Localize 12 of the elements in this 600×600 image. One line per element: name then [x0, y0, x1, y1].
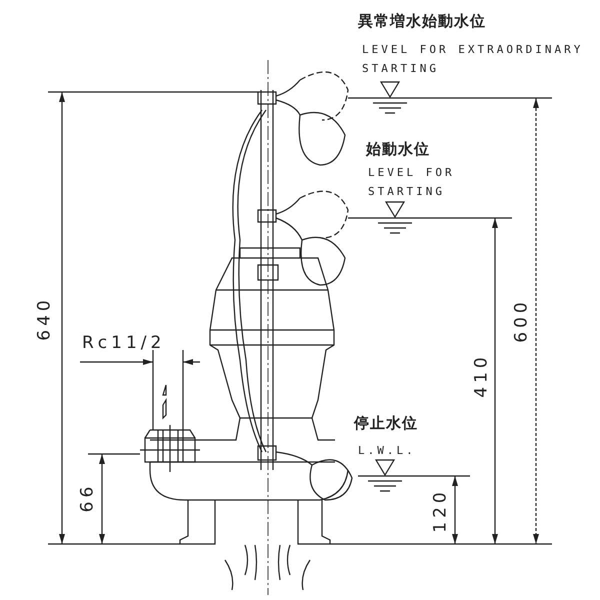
level-label: 始動水位 [366, 142, 430, 157]
level-caption: LEVEL FOR EXTRAORDINARY STARTING [362, 42, 584, 77]
level-label: 異常増水始動水位 [358, 14, 486, 29]
level-label: 停止水位 [354, 416, 418, 431]
level-caption: LEVEL FOR STARTING [368, 165, 456, 200]
dimension-value: 640 [36, 296, 54, 340]
pipe-size-label: Rc11/2 [82, 335, 166, 352]
dimension-value: 410 [474, 352, 491, 398]
level-caption: L.W.L. [358, 443, 417, 459]
dimension-value: 120 [432, 488, 450, 532]
dimension-value: 66 [79, 482, 96, 512]
dimension-value: 600 [514, 298, 531, 342]
